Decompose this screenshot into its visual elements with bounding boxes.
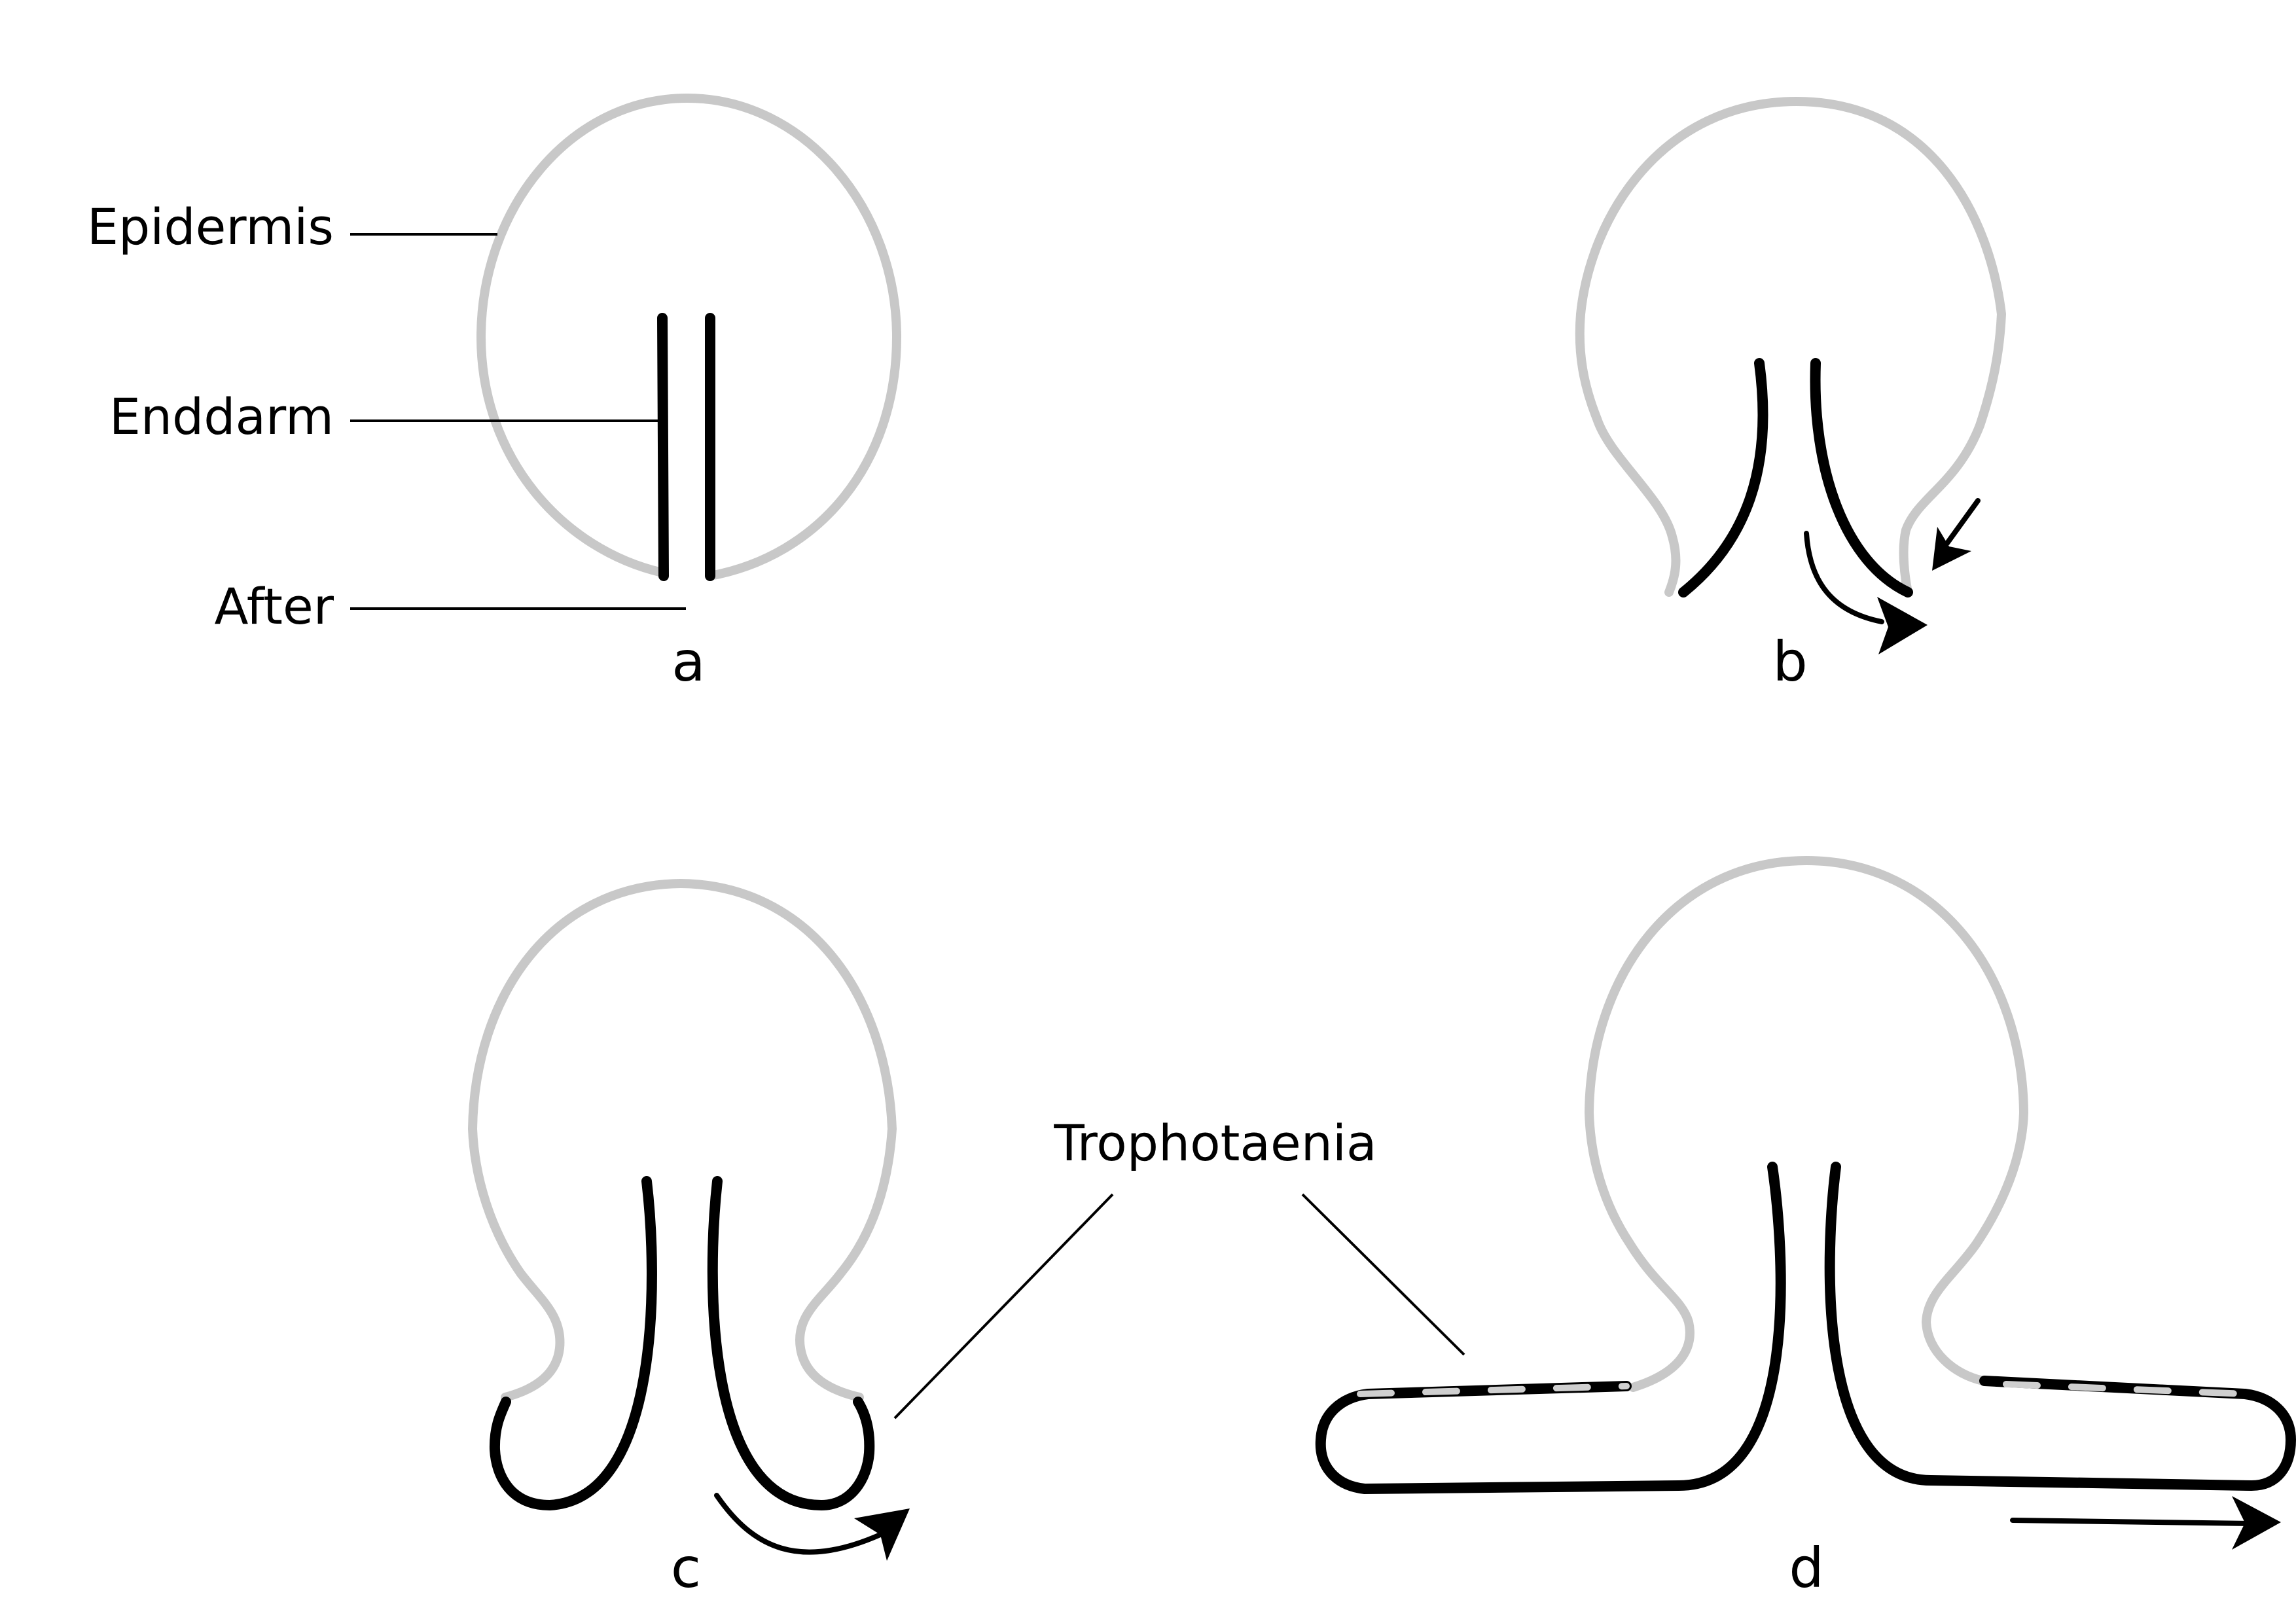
epidermis-outline-d: [1585, 856, 2028, 1392]
after-label: After: [214, 577, 334, 635]
panel-b: b: [1575, 97, 2006, 694]
enddarm-left-c: [489, 1176, 657, 1510]
panel-a: Epidermis Enddarm After a: [87, 94, 901, 694]
growth-arrow-curved-b: [1804, 531, 1884, 624]
growth-arrowhead-curved-b: [1877, 597, 1928, 654]
growth-arrowhead-d: [2232, 1496, 2281, 1550]
panel-letter-a: a: [672, 630, 705, 694]
growth-arrowhead-c: [854, 1508, 910, 1561]
enddarm-right-c: [707, 1176, 875, 1510]
epidermis-outline-a: [476, 94, 901, 580]
trophotaenia-left-dash-d: [1357, 1383, 1630, 1397]
trophotaenia-left-d: [1315, 1162, 1786, 1494]
panel-c: c: [468, 879, 1114, 1600]
enddarm-right-wall-b: [1810, 358, 1913, 597]
trophotaenia-label: Trophotaenia: [1053, 1114, 1376, 1172]
growth-arrow-straight-b: [1945, 498, 1981, 546]
panel-letter-c: c: [671, 1536, 701, 1600]
trophotaenia-leader-line-d: [1301, 1193, 1465, 1356]
panel-letter-b: b: [1772, 630, 1807, 694]
growth-arrowhead-straight-b: [1932, 527, 1971, 571]
epidermis-outline-b: [1575, 97, 2006, 597]
panel-d: d: [1301, 856, 2296, 1600]
trophotaenia-right-d: [1824, 1162, 2296, 1491]
epidermis-outline-c: [468, 879, 897, 1402]
trophotaenia-leader-line-c: [893, 1193, 1114, 1419]
epidermis-label: Epidermis: [87, 198, 334, 256]
enddarm-left-wall-a: [657, 313, 669, 581]
trophotaenia-right-dash-d: [2003, 1381, 2248, 1397]
enddarm-label: Enddarm: [109, 387, 334, 446]
growth-arrow-c: [714, 1493, 883, 1555]
growth-arrow-d: [2010, 1518, 2254, 1526]
panel-letter-d: d: [1789, 1536, 1823, 1600]
enddarm-left-wall-b: [1678, 358, 1768, 597]
